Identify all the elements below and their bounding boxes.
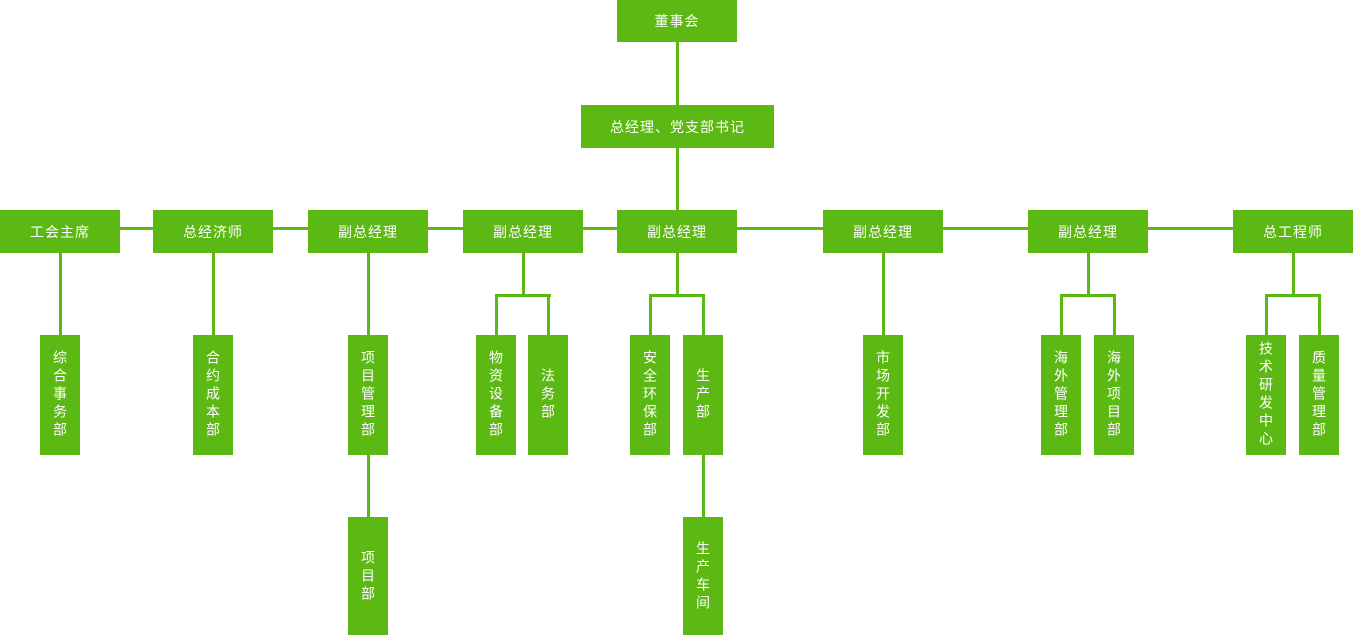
connector-projectmgmt-projectoffice bbox=[367, 455, 370, 517]
node-board-of-directors: 董事会 bbox=[617, 0, 737, 42]
connector-economist-dept bbox=[212, 253, 215, 335]
node-chief-engineer: 总工程师 bbox=[1233, 210, 1353, 253]
connector-deputy2-left bbox=[495, 294, 498, 335]
dept-production-workshop: 生产车间 bbox=[683, 517, 723, 635]
dept-quality-management: 质量管理部 bbox=[1299, 335, 1339, 455]
connector-engineer-stem bbox=[1292, 253, 1295, 297]
dept-market-development: 市场开发部 bbox=[863, 335, 903, 455]
connector-deputy3-stem bbox=[676, 253, 679, 297]
connector-engineer-right bbox=[1318, 294, 1321, 335]
dept-safety-environment: 安全环保部 bbox=[630, 335, 670, 455]
connector-union-dept bbox=[59, 253, 62, 335]
connector-deputy3-left bbox=[649, 294, 652, 335]
connector-deputy5-left bbox=[1060, 294, 1063, 335]
dept-legal: 法务部 bbox=[528, 335, 568, 455]
connector-engineer-bar bbox=[1265, 294, 1321, 297]
node-deputy-gm-4: 副总经理 bbox=[823, 210, 943, 253]
dept-materials-equipment: 物资设备部 bbox=[476, 335, 516, 455]
connector-gm-row bbox=[676, 148, 679, 210]
connector-production-workshop bbox=[702, 455, 705, 517]
node-deputy-gm-3: 副总经理 bbox=[617, 210, 737, 253]
connector-deputy5-right bbox=[1113, 294, 1116, 335]
connector-deputy2-right bbox=[547, 294, 550, 335]
node-union-chairman: 工会主席 bbox=[0, 210, 120, 253]
node-general-manager-party-secretary: 总经理、党支部书记 bbox=[581, 105, 774, 148]
dept-project-office: 项目部 bbox=[348, 517, 388, 635]
dept-contract-cost: 合约成本部 bbox=[193, 335, 233, 455]
dept-general-affairs: 综合事务部 bbox=[40, 335, 80, 455]
node-chief-economist: 总经济师 bbox=[153, 210, 273, 253]
node-deputy-gm-2: 副总经理 bbox=[463, 210, 583, 253]
connector-deputy1-dept bbox=[367, 253, 370, 335]
dept-production: 生产部 bbox=[683, 335, 723, 455]
node-deputy-gm-1: 副总经理 bbox=[308, 210, 428, 253]
connector-deputy5-stem bbox=[1087, 253, 1090, 297]
connector-deputy3-right bbox=[702, 294, 705, 335]
connector-deputy4-dept bbox=[882, 253, 885, 335]
dept-tech-rd-center: 技术研发中心 bbox=[1246, 335, 1286, 455]
connector-engineer-left bbox=[1265, 294, 1268, 335]
node-deputy-gm-5: 副总经理 bbox=[1028, 210, 1148, 253]
connector-deputy5-bar bbox=[1060, 294, 1116, 297]
connector-root-gm bbox=[676, 42, 679, 105]
dept-overseas-management: 海外管理部 bbox=[1041, 335, 1081, 455]
connector-deputy2-stem bbox=[522, 253, 525, 297]
dept-project-management: 项目管理部 bbox=[348, 335, 388, 455]
connector-deputy3-bar bbox=[649, 294, 705, 297]
dept-overseas-projects: 海外项目部 bbox=[1094, 335, 1134, 455]
connector-deputy2-bar bbox=[495, 294, 551, 297]
